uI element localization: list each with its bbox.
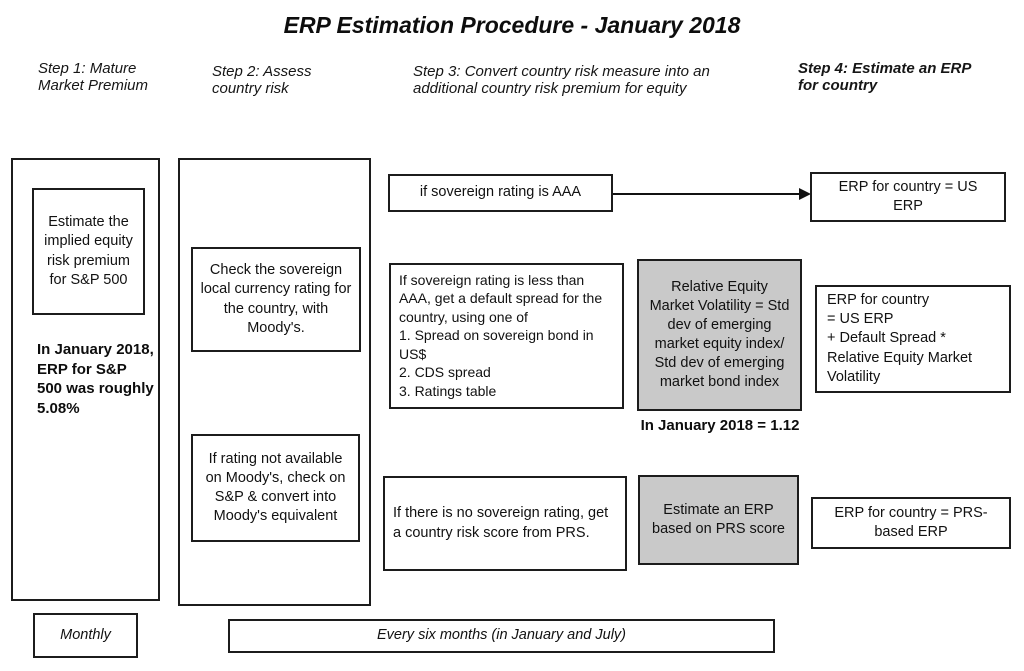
step3-prs-box: Estimate an ERP based on PRS score [638,475,799,565]
step2-moodys-box: Check the sovereign local currency ratin… [191,247,361,352]
step4-header: Step 4: Estimate an ERP for country [798,60,971,94]
step3-header: Step 3: Convert country risk measure int… [413,63,710,97]
arrow-aaa-to-us-erp-icon [613,188,811,200]
step1-header: Step 1: Mature Market Premium [38,60,149,94]
step2-header: Step 2: Assess country risk [212,63,312,97]
step2-sp-convert-box: If rating not available on Moody's, chec… [191,434,360,542]
step3-aaa-box: if sovereign rating is AAA [388,174,613,212]
step1-erp-note: In January 2018, ERP for S&P 500 was rou… [37,341,154,417]
step4-us-erp-result-box: ERP for country = US ERP [810,172,1006,222]
step1-estimate-box: Estimate the implied equity risk premium… [32,188,145,315]
step4-prs-result-box: ERP for country = PRS-based ERP [811,497,1011,549]
frequency-monthly-box: Monthly [33,613,138,658]
page-title: ERP Estimation Procedure - January 2018 [283,12,741,38]
step4-spread-result-box: ERP for country = US ERP + Default Sprea… [815,285,1011,393]
step3-no-rating-box: If there is no sovereign rating, get a c… [383,476,627,571]
step3-less-than-aaa-box: If sovereign rating is less than AAA, ge… [389,263,624,409]
step3-relative-volatility-value: In January 2018 = 1.12 [640,417,800,434]
frequency-semiannual-box: Every six months (in January and July) [228,619,775,653]
step3-relative-volatility-box: Relative Equity Market Volatility = Std … [637,259,802,411]
